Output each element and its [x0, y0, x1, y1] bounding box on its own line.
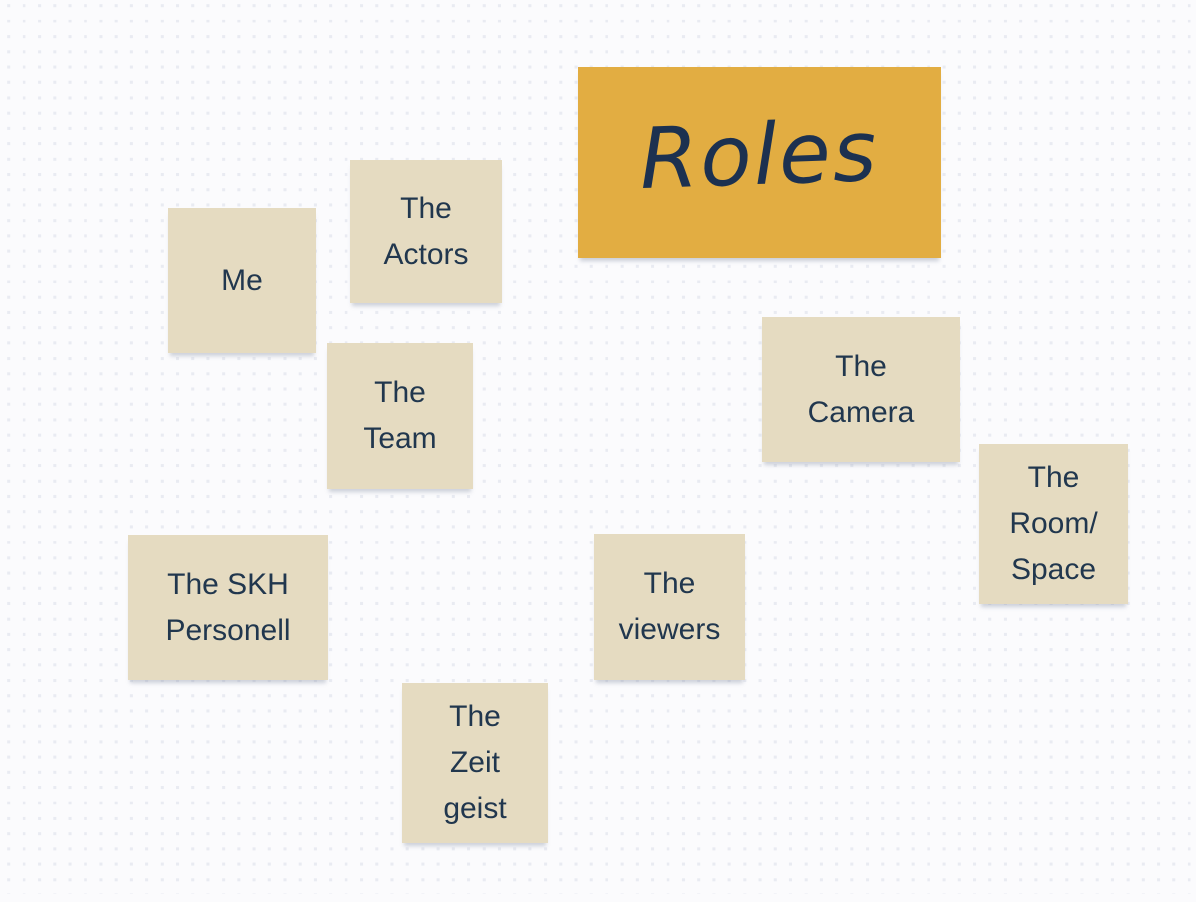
sticky-note-text-line: Room/: [1009, 507, 1098, 540]
sticky-note-text-line: viewers: [618, 613, 721, 646]
sticky-note-text-line: The SKH: [167, 567, 289, 601]
sticky-note-text-line: Camera: [807, 395, 915, 429]
sticky-note-text-line: Zeit: [449, 746, 500, 779]
sticky-note-text-line: The: [400, 191, 452, 225]
title-card[interactable]: Roles: [578, 67, 941, 258]
sticky-note-text-line: The: [374, 376, 426, 409]
sticky-note-text-line: Me: [221, 263, 263, 297]
sticky-note-text-line: The: [1027, 461, 1080, 494]
sticky-note-text-line: geist: [443, 792, 507, 825]
sticky-note-the-skh-personell[interactable]: The SKH Personell: [128, 535, 328, 680]
sticky-note-text: The viewers: [619, 561, 721, 653]
sticky-note-text-line: The: [835, 349, 887, 383]
sticky-note-text-line: Actors: [383, 237, 469, 271]
sticky-note-text-line: Team: [363, 422, 437, 455]
sticky-note-text-line: The: [643, 567, 696, 600]
sticky-note-text-line: The: [449, 700, 501, 733]
sticky-note-text-line: Personell: [165, 613, 291, 647]
sticky-note-me[interactable]: Me: [168, 208, 316, 353]
title-card-text: Roles: [638, 101, 881, 208]
sticky-note-text: Me: [221, 258, 263, 304]
sticky-note-text-line: Space: [1010, 553, 1097, 586]
sticky-note-text: The SKH Personell: [165, 562, 290, 654]
sticky-note-the-viewers[interactable]: The viewers: [594, 534, 745, 680]
